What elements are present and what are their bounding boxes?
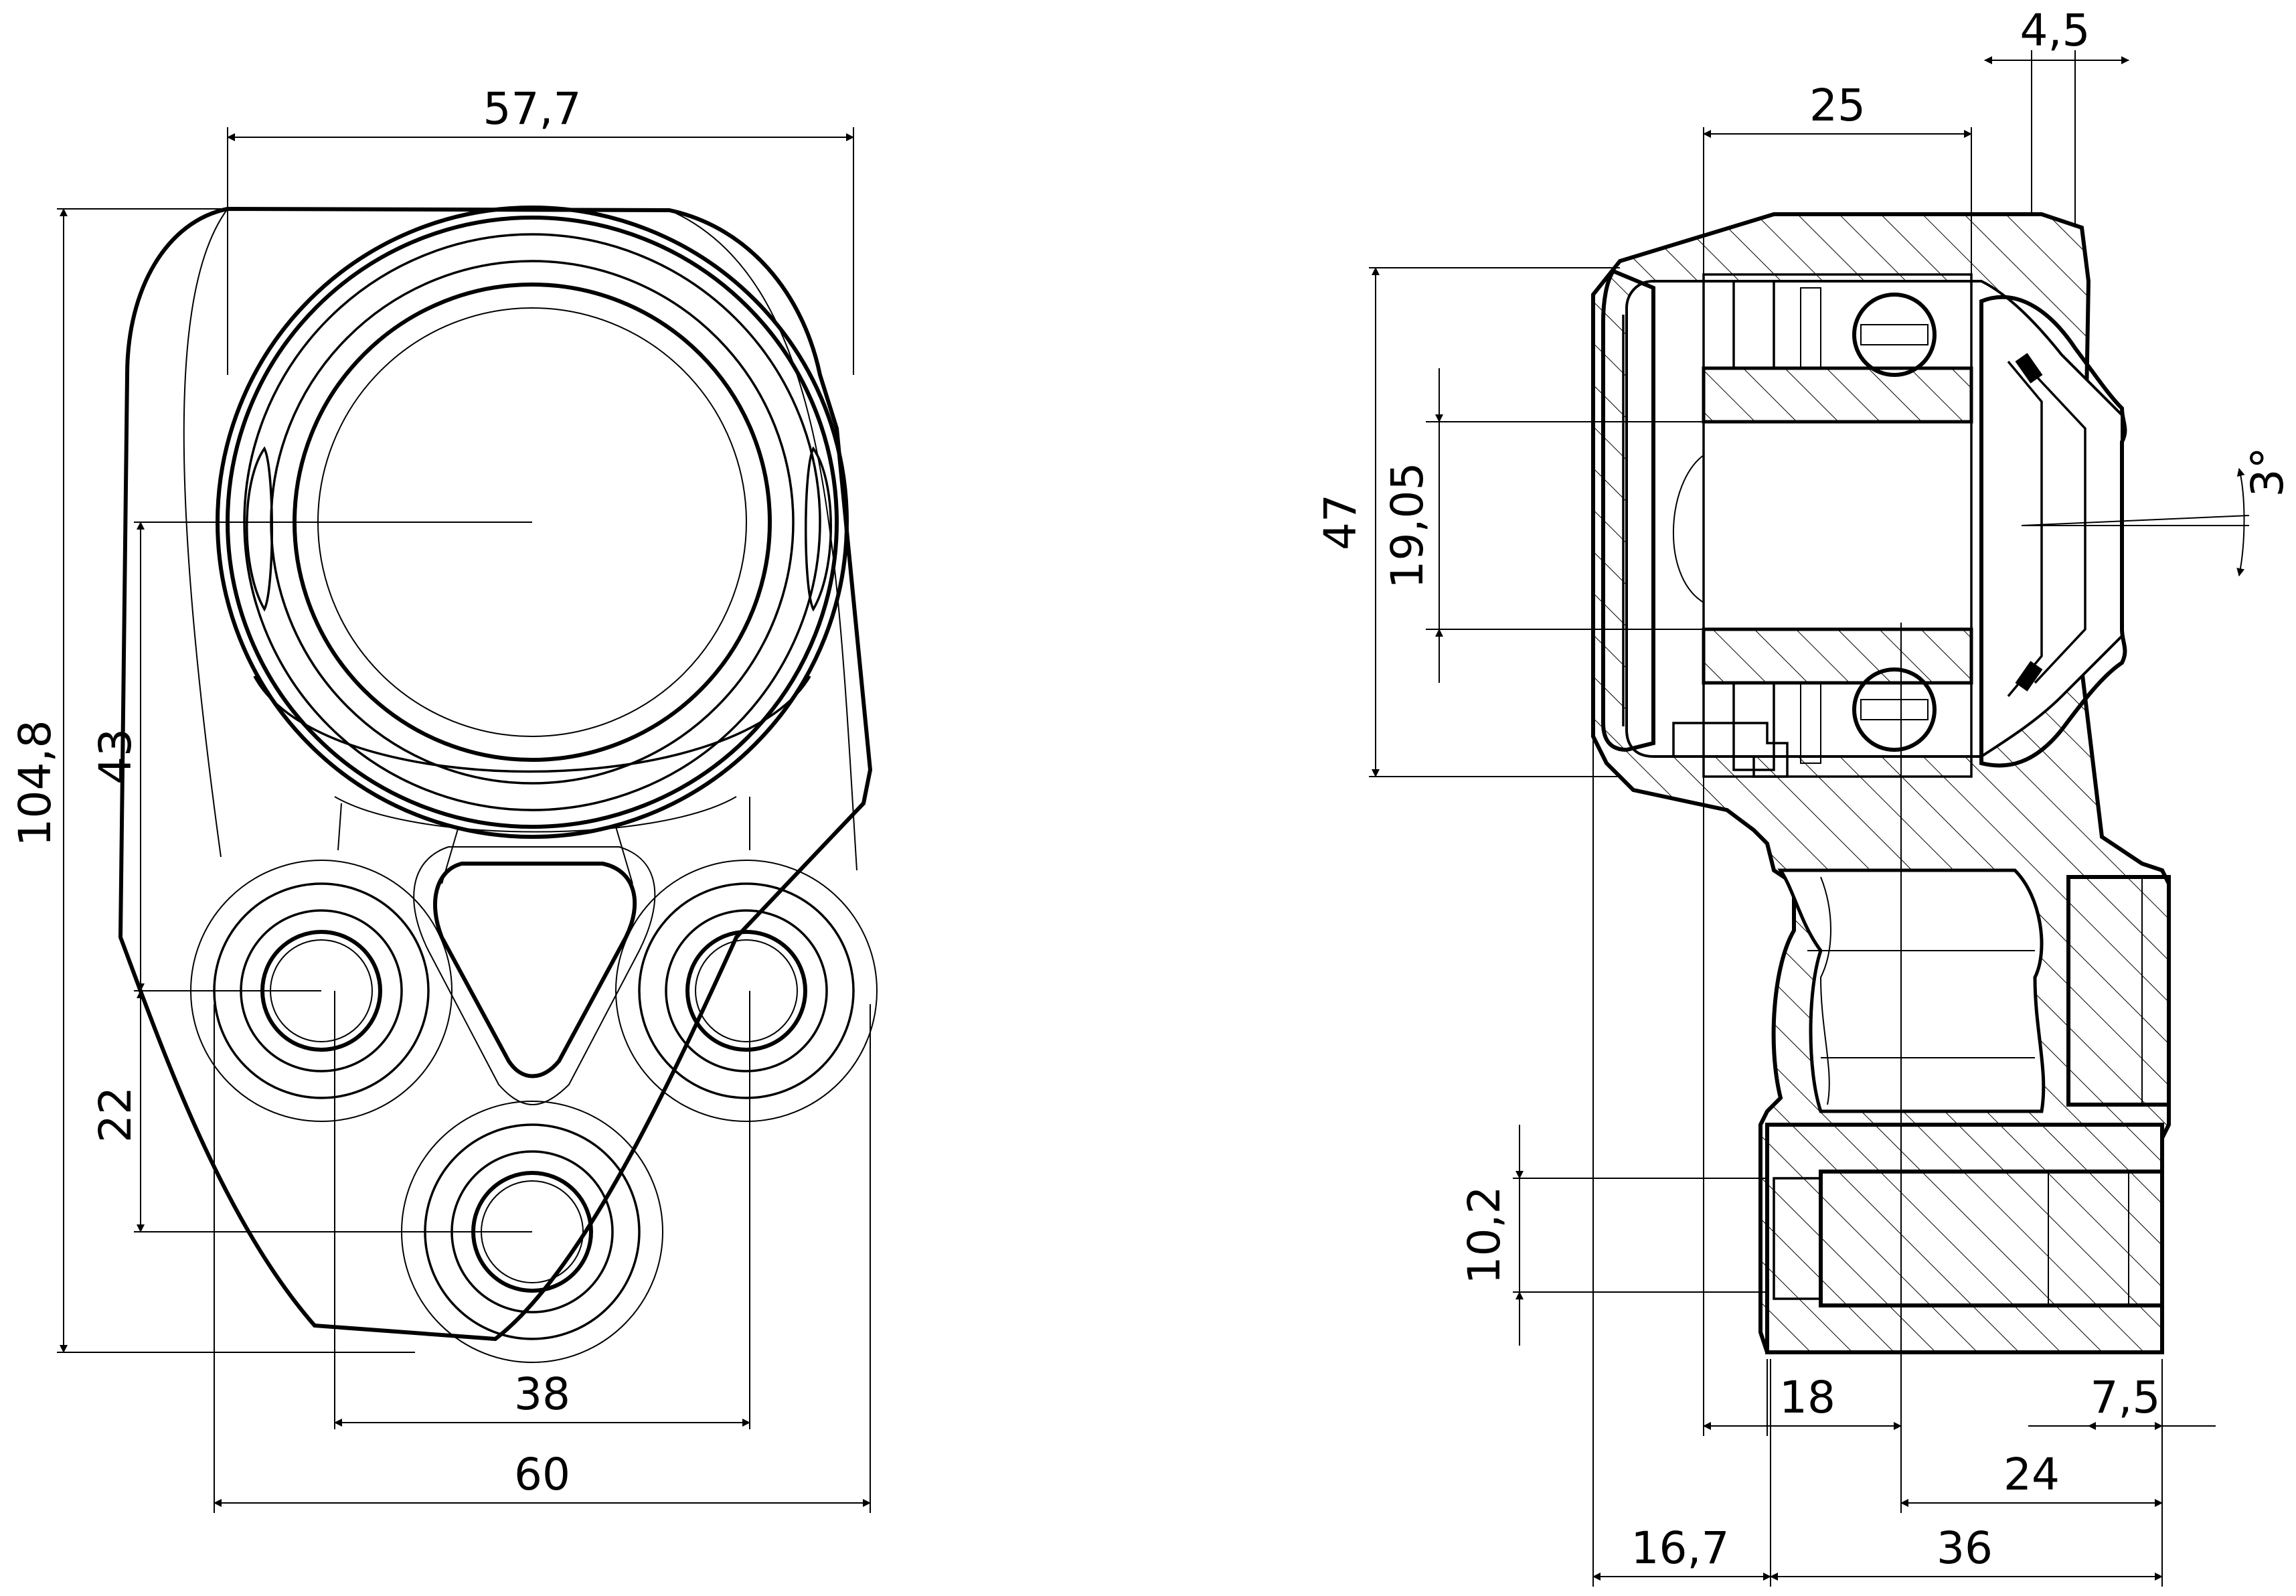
- ball-bottom: [1852, 667, 1937, 752]
- front-left-flank: [183, 208, 228, 858]
- port-fitting-inner: [1819, 876, 1831, 1105]
- dim-4-5: 4,5: [2020, 5, 2090, 56]
- spring-top: [2015, 353, 2043, 384]
- circlip: [1672, 722, 1789, 778]
- lower-web-arc: [253, 675, 811, 773]
- spring-bottom: [2015, 661, 2043, 692]
- triangle-pocket: [433, 862, 637, 1079]
- axis-horizontal-3deg: [2021, 515, 2250, 526]
- dim-18: 18: [1779, 1372, 1835, 1423]
- lower-web-arc-2: [334, 796, 737, 833]
- bore-chamfer: [1672, 455, 1704, 603]
- dim-38: 38: [514, 1368, 570, 1420]
- spacer-bottom: [1800, 682, 1821, 764]
- dim-60: 60: [514, 1449, 570, 1500]
- seal-top-left: [1732, 280, 1775, 370]
- dim-36: 36: [1937, 1522, 1993, 1574]
- dim-25: 25: [1809, 80, 1866, 131]
- dim-24: 24: [2003, 1449, 2060, 1500]
- dim-7-5: 7,5: [2090, 1372, 2161, 1423]
- front-right-flank: [669, 210, 857, 871]
- dim-16-7: 16,7: [1631, 1522, 1730, 1574]
- dim-10-2: 10,2: [1459, 1186, 1510, 1285]
- web-rib-3: [615, 826, 633, 884]
- dim-47: 47: [1315, 494, 1366, 550]
- side-view: 4,5 25 47 19,05 3° 10,2 18 7,5 24 16,7 3…: [1315, 5, 2293, 1587]
- slot-right: [805, 446, 832, 612]
- spacer-top: [1800, 287, 1821, 369]
- web-rib-left: [337, 803, 342, 851]
- front-view: 57,7 104,8 43 22 38 60: [9, 83, 878, 1513]
- ball-bottom-cage: [1860, 699, 1929, 720]
- cover-cap: [1601, 268, 1655, 752]
- inner-ring-top: [1702, 366, 1973, 424]
- dim-104-8: 104,8: [9, 720, 61, 847]
- ball-top: [1852, 293, 1937, 377]
- dim-19-05: 19,05: [1382, 463, 1433, 589]
- dim-22: 22: [90, 1087, 141, 1143]
- side-boss: [2066, 875, 2171, 1107]
- bottom-port-inlet: [1773, 1177, 1822, 1300]
- dust-boot-ridge: [2034, 374, 2086, 684]
- ball-top-cage: [1860, 324, 1929, 345]
- slot-left: [246, 446, 273, 612]
- triangle-pocket-outline: [413, 846, 656, 1105]
- dust-boot: [1979, 295, 2127, 768]
- bearing-cavity: [1625, 280, 2123, 758]
- dim-57-7: 57,7: [483, 83, 582, 135]
- inner-ring-bottom: [1702, 627, 1973, 685]
- dim-43: 43: [90, 728, 141, 785]
- port-fitting: [1777, 868, 2046, 1113]
- front-body-outline: [118, 206, 873, 1342]
- dim-3deg: 3°: [2242, 447, 2293, 497]
- dim-arc-3deg: [2236, 468, 2245, 576]
- port-right: [615, 860, 878, 1122]
